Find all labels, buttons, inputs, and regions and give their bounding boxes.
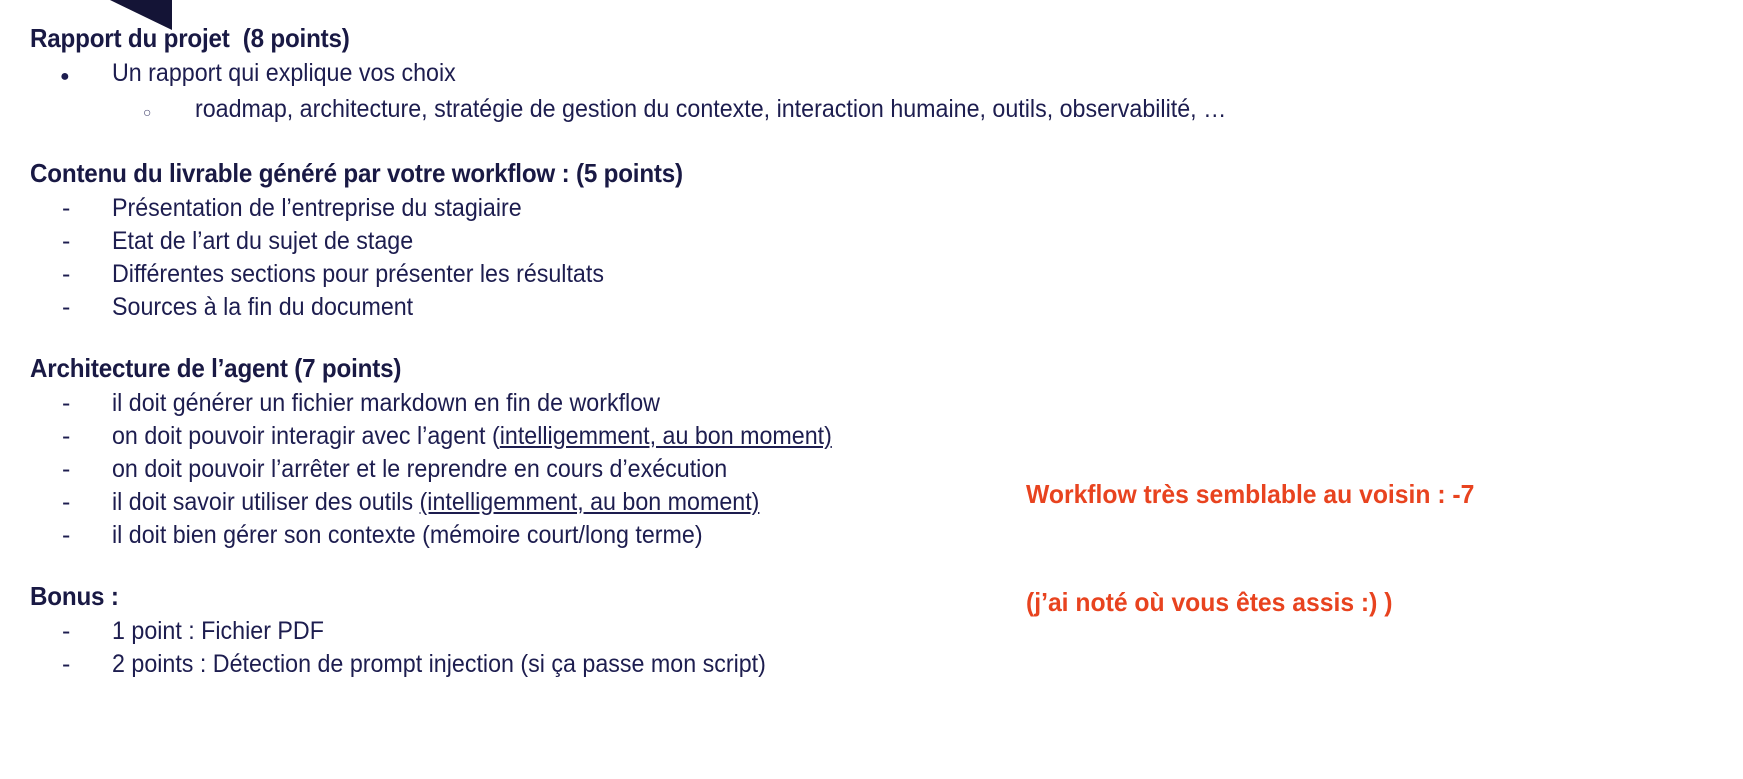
circle-bullet-icon [30,96,195,129]
list-item-label: on doit pouvoir l’arrêter et le reprendr… [112,455,728,483]
dash-bullet-icon [30,453,112,486]
list-item-text-pre: on doit pouvoir interagir avec l’agent ( [112,422,500,450]
list-item-label: 2 points : Détection de prompt injection… [112,650,766,678]
list-item-label: il doit bien gérer son contexte (mémoire… [112,521,703,549]
corner-triangle-icon [110,0,172,30]
section-contenu-du-livrable: Contenu du livrable généré par votre wor… [30,155,1020,324]
list-item-label: on doit pouvoir interagir avec l’agent (… [112,420,832,453]
list-item-text-underlined: intelligemment, au bon moment) [499,422,832,450]
dash-bullet-icon [30,519,112,552]
list-item: il doit générer un fichier markdown en f… [30,387,1020,420]
section-heading: Architecture de l’agent (7 points) [30,353,402,383]
section-rapport-du-projet: Rapport du projet (8 points) Un rapport … [30,20,1226,129]
list-item: Etat de l’art du sujet de stage [30,225,1020,258]
bullet-list: Un rapport qui explique vos choix roadma… [30,57,1226,129]
dash-bullet-icon [30,420,112,453]
list-item: on doit pouvoir l’arrêter et le reprendr… [30,453,1020,486]
dash-bullet-icon [30,648,112,681]
dash-bullet-icon [30,291,112,324]
list-item-label: il doit savoir utiliser des outils (inte… [112,486,759,519]
list-item-label: roadmap, architecture, stratégie de gest… [195,95,1227,123]
section-heading: Bonus : [30,581,119,611]
dash-bullet-icon [30,486,112,519]
disc-bullet-icon [30,60,112,93]
dash-bullet-icon [30,258,112,291]
list-item: Présentation de l’entreprise du stagiair… [30,192,1020,225]
slide-content: Rapport du projet (8 points) Un rapport … [30,20,1226,681]
list-item-label: Différentes sections pour présenter les … [112,260,604,288]
list-item: il doit savoir utiliser des outils (inte… [30,486,1020,519]
dash-bullet-icon [30,192,112,225]
list-item-label: Présentation de l’entreprise du stagiair… [112,194,522,222]
list-item-text-underlined: (intelligemment, au bon moment) [419,488,760,516]
list-item-label: Etat de l’art du sujet de stage [112,227,414,255]
list-item-label: il doit générer un fichier markdown en f… [112,389,660,417]
bullet-list: il doit générer un fichier markdown en f… [30,387,1020,552]
dash-bullet-icon [30,387,112,420]
section-architecture-de-lagent: Architecture de l’agent (7 points) il do… [30,350,1020,552]
list-item: il doit bien gérer son contexte (mémoire… [30,519,1020,552]
annotation-line-2: (j’ai noté où vous êtes assis :) ) [1026,587,1393,617]
list-item: Sources à la fin du document [30,291,1020,324]
section-heading: Rapport du projet (8 points) [30,23,350,53]
section-bonus: Bonus : 1 point : Fichier PDF 2 points :… [30,578,1020,681]
red-annotation-note: Workflow très semblable au voisin : -7 (… [1026,404,1646,692]
list-item: roadmap, architecture, stratégie de gest… [30,93,1226,129]
list-item: Un rapport qui explique vos choix [30,57,1020,93]
list-item: 2 points : Détection de prompt injection… [30,648,1020,681]
section-heading: Contenu du livrable généré par votre wor… [30,158,683,188]
list-item-text-pre: il doit savoir utiliser des outils [112,488,420,516]
list-item-label: Sources à la fin du document [112,293,414,321]
dash-bullet-icon [30,225,112,258]
list-item: Différentes sections pour présenter les … [30,258,1020,291]
list-item-label: 1 point : Fichier PDF [112,617,324,645]
list-item: on doit pouvoir interagir avec l’agent (… [30,420,1020,453]
list-item-label: Un rapport qui explique vos choix [112,59,456,87]
dash-bullet-icon [30,615,112,648]
bullet-list: Présentation de l’entreprise du stagiair… [30,192,1020,324]
bullet-list: 1 point : Fichier PDF 2 points : Détecti… [30,615,1020,681]
annotation-line-1: Workflow très semblable au voisin : -7 [1026,479,1475,509]
list-item: 1 point : Fichier PDF [30,615,1020,648]
